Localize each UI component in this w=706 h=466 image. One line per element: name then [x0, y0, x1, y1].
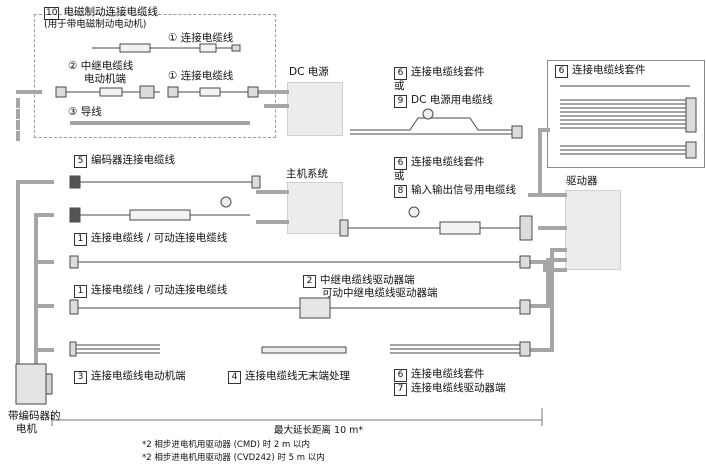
- label-text: 输入输出信号用电缆线: [411, 184, 516, 196]
- item-number-badge: 1: [74, 285, 87, 298]
- label-text: 中继电缆线: [80, 60, 134, 72]
- kit6-label-top: 6 连接电缆线套件: [394, 66, 485, 80]
- label-text: 编码器连接电缆线: [91, 154, 175, 166]
- circle-number: ②: [68, 60, 78, 72]
- dc-power-label: DC 电源: [289, 66, 329, 78]
- label-text: 连接电缆线套件: [411, 66, 485, 78]
- sub-connection-cable-label-2: ① 连接电缆线: [168, 70, 233, 83]
- motor-label-2: 电机: [16, 423, 37, 435]
- driver-label: 驱动器: [566, 175, 598, 187]
- label-text: 电磁制动连接电缆线: [63, 6, 158, 18]
- item-number-badge: 6: [394, 369, 407, 382]
- host-system-box: [287, 182, 343, 234]
- kit6-label-mid: 6 连接电缆线套件: [394, 156, 485, 170]
- connection-kit-frame: [547, 60, 705, 168]
- cable8-label: 8 输入输出信号用电缆线: [394, 184, 516, 198]
- item-number-badge: 5: [74, 155, 87, 168]
- item-number-badge: 9: [394, 95, 407, 108]
- label-text: 导线: [80, 106, 102, 118]
- or-label-mid: 或: [394, 170, 405, 182]
- label-text: 连接电缆线 / 可动连接电缆线: [91, 284, 228, 296]
- or-label-top: 或: [394, 80, 405, 92]
- label-text: 连接电缆线套件: [411, 368, 485, 380]
- label-text: 中继电缆线驱动器端: [320, 274, 415, 286]
- relay-cable-driver-label: 2 中继电缆线驱动器端: [303, 274, 415, 288]
- sub-lead-wire-label: ③ 导线: [68, 106, 102, 119]
- circle-number: ③: [68, 106, 78, 118]
- item-number-badge: 7: [394, 383, 407, 396]
- connection-cable-label-1: 1 连接电缆线 / 可动连接电缆线: [74, 232, 227, 246]
- driver-side-cable-label: 7 连接电缆线驱动器端: [394, 382, 506, 396]
- host-system-label: 主机系统: [286, 168, 328, 180]
- item-number-badge: 8: [394, 185, 407, 198]
- label-text: 连接电缆线电动机端: [91, 370, 186, 382]
- circle-number: ①: [168, 32, 178, 44]
- kit6-label-bottom: 6 连接电缆线套件: [394, 368, 485, 382]
- label-text: 连接电缆线套件: [411, 156, 485, 168]
- motor-side-cable-label: 3 连接电缆线电动机端: [74, 370, 186, 384]
- item-number-badge: 6: [555, 65, 568, 78]
- item-number-badge: 10: [44, 7, 60, 20]
- item-number-badge: 6: [394, 67, 407, 80]
- sub-relay-cable-label: ② 中继电缆线: [68, 60, 133, 73]
- label-text: 连接电缆线驱动器端: [411, 382, 506, 394]
- motor-label: 带编码器的: [8, 410, 61, 422]
- item-number-badge: 1: [74, 233, 87, 246]
- relay-cable-driver-label-2: 可动中继电缆线驱动器端: [322, 287, 438, 299]
- sub-relay-cable-label-2: 电动机端: [84, 73, 126, 85]
- brake-cable-subtitle: (用于带电磁制动电动机): [44, 19, 147, 30]
- label-text: 连接电缆线 / 可动连接电缆线: [91, 232, 228, 244]
- label-text: DC 电源用电缆线: [411, 94, 493, 106]
- item-number-badge: 2: [303, 275, 316, 288]
- label-text: 连接电缆线: [180, 70, 234, 82]
- item-number-badge: 3: [74, 371, 87, 384]
- label-text: 连接电缆线套件: [572, 64, 646, 76]
- sub-connection-cable-label: ① 连接电缆线: [168, 32, 233, 45]
- encoder-cable-label: 5 编码器连接电缆线: [74, 154, 175, 168]
- dc-power-box: [287, 82, 343, 136]
- max-distance-label: 最大延长距离 10 m*: [274, 425, 364, 436]
- footnote-1: *2 相步进电机用驱动器 (CMD) 时 2 m 以内: [142, 440, 311, 450]
- unterminated-cable-label: 4 连接电缆线无末端处理: [228, 370, 350, 384]
- footnote-2: *2 相步进电机用驱动器 (CVD242) 时 5 m 以内: [142, 453, 325, 463]
- circle-number: ①: [168, 70, 178, 82]
- item-number-badge: 4: [228, 371, 241, 384]
- connection-cable-label-2: 1 连接电缆线 / 可动连接电缆线: [74, 284, 227, 298]
- brake-cable-frame: [34, 14, 276, 138]
- label-text: 连接电缆线无末端处理: [245, 370, 350, 382]
- cable9-label: 9 DC 电源用电缆线: [394, 94, 493, 108]
- driver-box: [565, 190, 621, 270]
- item-number-badge: 6: [394, 157, 407, 170]
- kit6-box-label: 6 连接电缆线套件: [555, 64, 646, 78]
- label-text: 连接电缆线: [180, 32, 234, 44]
